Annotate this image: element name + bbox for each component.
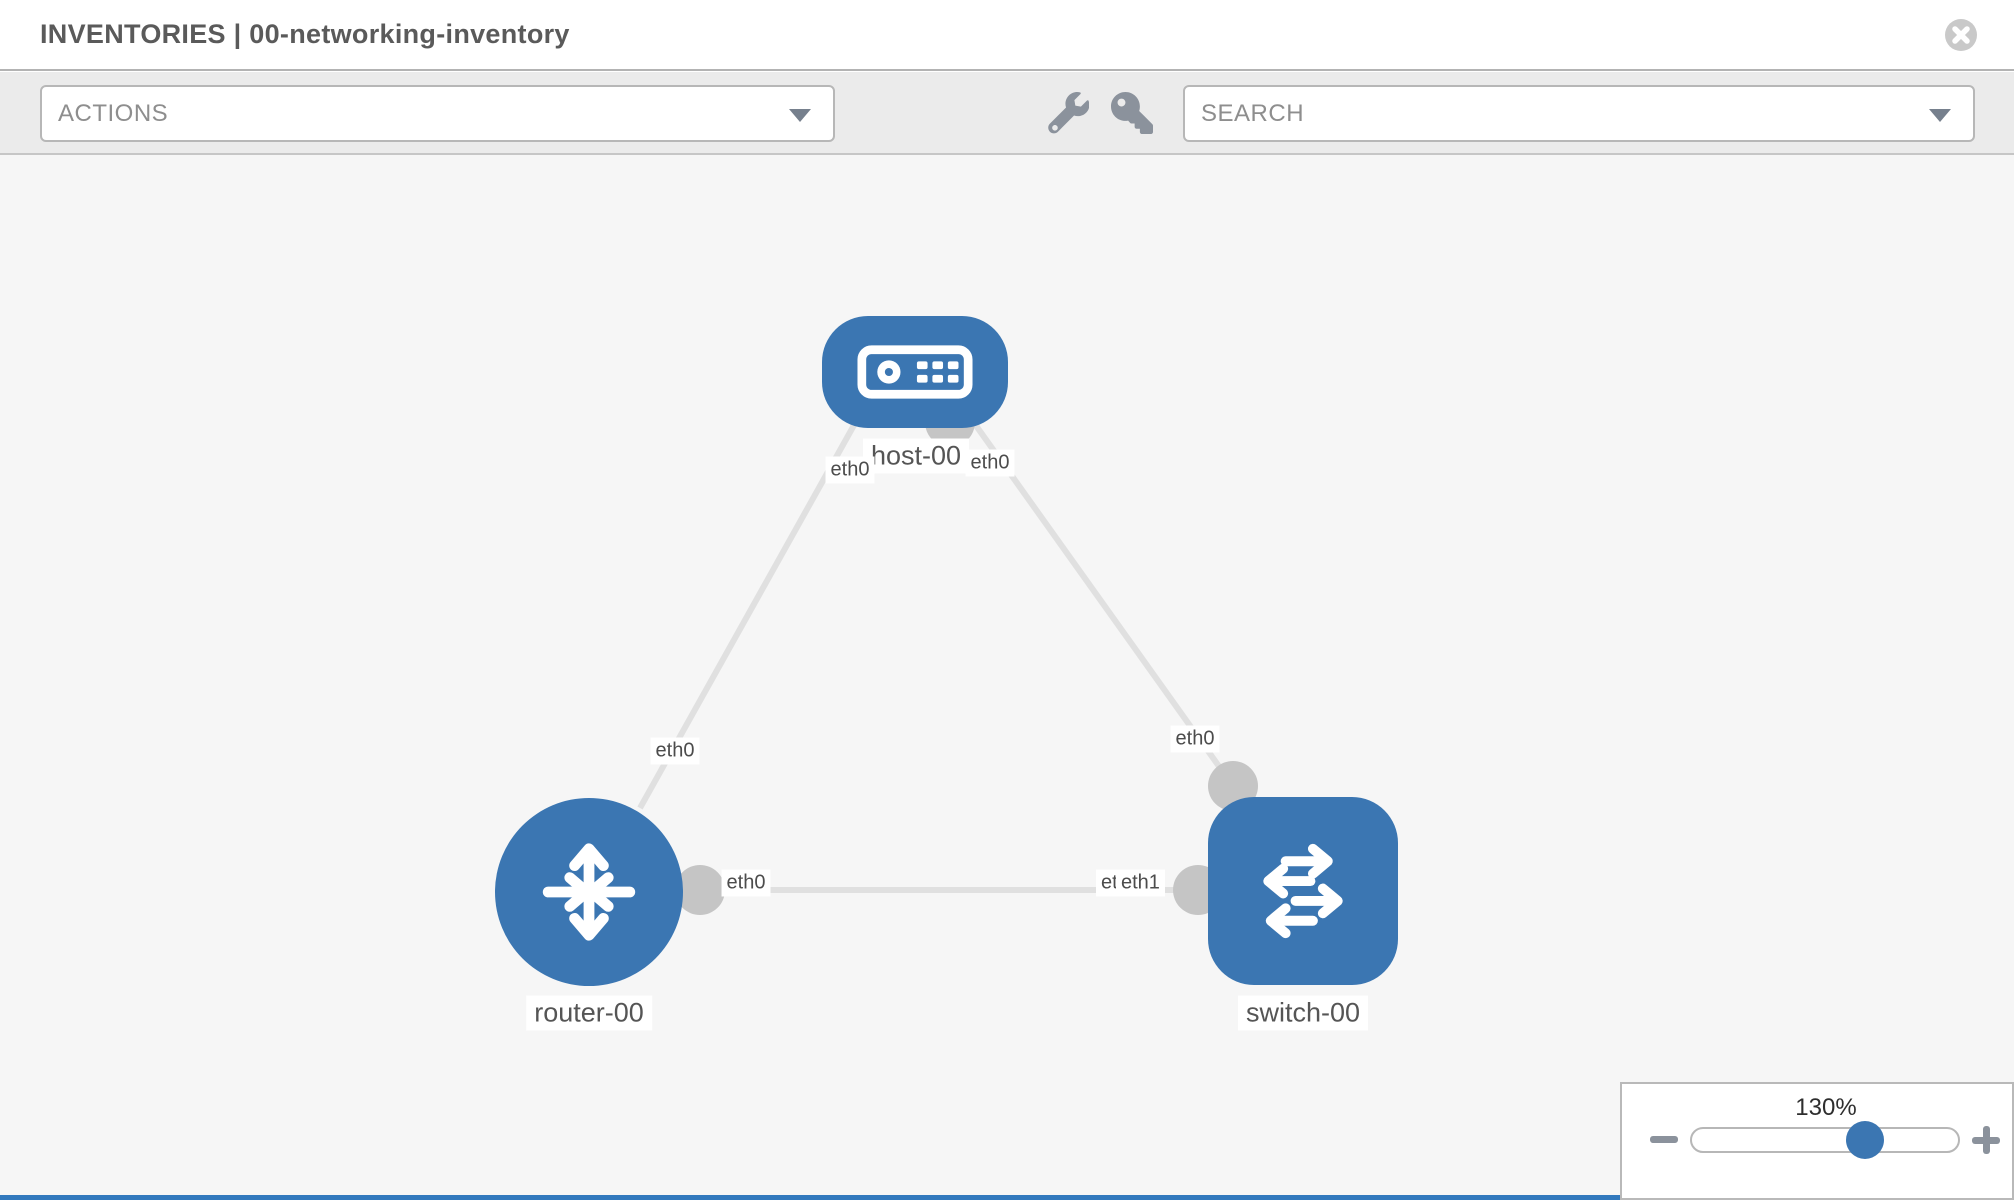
chevron-down-icon <box>1929 108 1951 122</box>
chevron-down-icon <box>789 108 811 122</box>
zoom-in-button[interactable] <box>1972 1126 2000 1154</box>
topology-canvas[interactable]: host-00 router-00 switch-00 eth0 eth0 et… <box>0 155 2014 1196</box>
close-button[interactable] <box>1944 18 1978 52</box>
interface-label: eth1 <box>1116 869 1165 897</box>
interface-label: eth0 <box>825 456 875 484</box>
link-host-switch <box>969 418 1236 788</box>
interface-label: eth0 <box>1170 725 1220 753</box>
switch-icon <box>1263 843 1343 939</box>
links-layer <box>637 397 1258 915</box>
close-icon <box>1945 19 1977 51</box>
page-title: INVENTORIES | 00-networking-inventory <box>40 19 570 49</box>
actions-dropdown-label: ACTIONS <box>58 99 169 127</box>
search-dropdown[interactable]: SEARCH <box>1183 85 1975 142</box>
node-label-switch: switch-00 <box>1237 995 1369 1031</box>
node-label-router: router-00 <box>526 995 652 1031</box>
port-circle <box>675 865 725 915</box>
node-router-00[interactable] <box>495 798 683 986</box>
node-label-host: host-00 <box>862 438 970 474</box>
zoom-out-button[interactable] <box>1650 1136 1678 1143</box>
interface-label: eth0 <box>965 449 1015 477</box>
router-icon <box>542 843 636 941</box>
credentials-button[interactable] <box>1110 92 1154 136</box>
interface-label: eth0 <box>721 869 771 897</box>
wrench-icon <box>1048 92 1090 134</box>
toolbar: ACTIONS SEARCH <box>0 72 2014 155</box>
zoom-panel: 130% <box>1620 1082 2014 1200</box>
zoom-level-readout: 130% <box>1795 1094 1857 1121</box>
actions-dropdown[interactable]: ACTIONS <box>40 85 835 142</box>
search-dropdown-label: SEARCH <box>1201 99 1305 127</box>
header-bar: INVENTORIES | 00-networking-inventory <box>0 0 2014 71</box>
node-host-00[interactable] <box>822 316 1008 428</box>
key-icon <box>1111 92 1153 134</box>
configure-button[interactable] <box>1046 92 1090 136</box>
host-icon <box>857 345 973 399</box>
node-switch-00[interactable] <box>1208 797 1398 985</box>
interface-label: eth0 <box>650 737 700 765</box>
zoom-slider-thumb[interactable] <box>1846 1121 1884 1159</box>
bottom-accent-strip <box>0 1195 1620 1200</box>
zoom-slider-track[interactable] <box>1690 1127 1960 1153</box>
